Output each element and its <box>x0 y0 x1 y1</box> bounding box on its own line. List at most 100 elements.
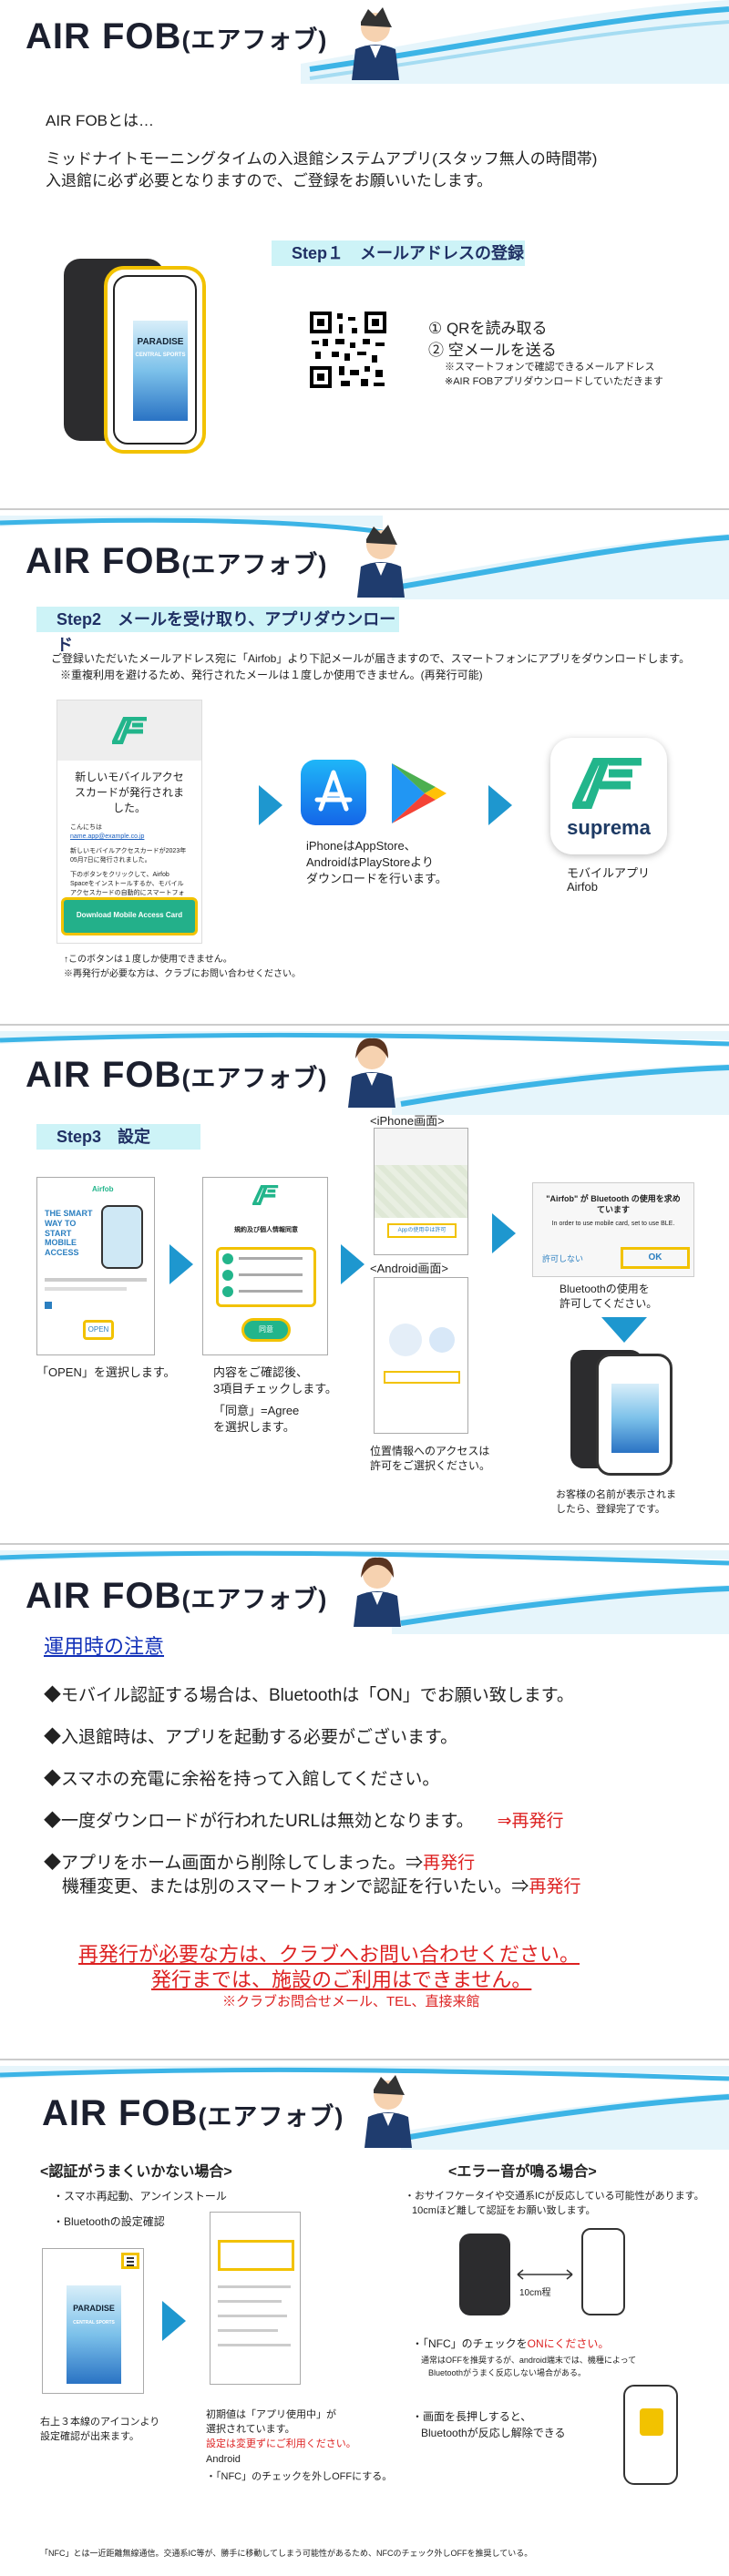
member-card-image: PARADISE CENTRAL SPORTS <box>133 321 188 421</box>
slide-header: AIR FOB(エアフォブ) <box>0 2066 729 2150</box>
app-title: AIR FOB(エアフォブ) <box>26 1576 328 1616</box>
dont-allow-button[interactable]: 許可しない <box>542 1254 584 1263</box>
card-subtitle: CENTRAL SPORTS <box>73 2320 115 2326</box>
menu-icon[interactable] <box>121 2253 139 2269</box>
dialog-body: In order to use mobile card, set to use … <box>551 1221 675 1228</box>
caption-complete-1: お客様の名前が表示されま <box>556 1489 676 1500</box>
caption-default-2: 選択されています。 <box>206 2424 295 2435</box>
mail-body-1: 新しいモバイルアクセスカードが2023年05月7日に発行されました。 <box>70 848 187 864</box>
open-screen-screenshot: Airfob THE SMART WAY TO START MOBILE ACC… <box>36 1177 155 1355</box>
ic-interference-2: 10cmほど離して認証をお願い致します。 <box>412 2205 596 2216</box>
suprema-wordmark: suprema <box>567 816 651 839</box>
allow-while-using-button[interactable]: Appの使用中は許可 <box>387 1223 457 1238</box>
note-app-deleted: ◆アプリをホーム画面から削除してしまった。⇒再発行 <box>44 1854 476 1873</box>
nfc-note-2: Bluetoothがうまく反応しない場合がある。 <box>428 2368 587 2377</box>
iphone-screen-label: <iPhone画面> <box>370 1114 445 1128</box>
open-button[interactable]: OPEN <box>83 1320 114 1340</box>
caption-default-3: 設定は変更ずにご利用ください。 <box>206 2438 356 2449</box>
facility-unavailable-text: 発行までは、施設のご利用はできません。 <box>151 1968 532 1991</box>
qr-code-icon[interactable] <box>308 310 388 390</box>
card-reader-device <box>459 2234 510 2315</box>
caption-terms-1: 内容をご確認後、 <box>213 1365 309 1379</box>
app-title: AIR FOB(エアフォブ) <box>26 541 328 581</box>
slide-header: AIR FOB(エアフォブ) <box>0 0 729 84</box>
app-store-icon[interactable] <box>301 760 366 825</box>
mail-address-link[interactable]: name.app@example.co.jp <box>70 833 145 841</box>
double-arrow-icon <box>517 2269 573 2280</box>
qr-step-1: ① QRを読み取る <box>428 320 548 337</box>
card-title: PARADISE <box>73 2304 115 2313</box>
mail-greeting: こんにちは <box>70 824 102 832</box>
intro-text: AIR FOBとは… <box>46 112 155 129</box>
staff-illustration-icon <box>352 7 399 80</box>
caption-menu-1: 右上３本線のアイコンより <box>40 2417 160 2428</box>
desc-line-1: ミッドナイトモーニングタイムの入退館システムアプリ(スタッフ無人の時間帯) <box>46 150 598 168</box>
app-title: AIR FOB(エアフォブ) <box>26 1055 328 1095</box>
terms-title: 規約及び個人情報同意 <box>234 1227 298 1233</box>
member-card-image: PARADISE CENTRAL SPORTS <box>67 2285 121 2384</box>
location-map-circle <box>389 1324 422 1356</box>
bluetooth-permission-dialog: "Airfob" が Bluetooth の使用を求めています In order… <box>532 1182 694 1277</box>
phone-hand-image <box>101 1205 143 1269</box>
caption-location-2: 許可をご選択ください。 <box>370 1459 491 1472</box>
check-icon[interactable] <box>222 1286 233 1297</box>
check-icon[interactable] <box>222 1253 233 1264</box>
note-launch-app: ◆入退館時は、アプリを起動する必要がございます。 <box>44 1728 458 1747</box>
airfob-logo-icon <box>252 1185 279 1205</box>
google-play-icon[interactable] <box>386 760 452 827</box>
slide-header: AIR FOB(エアフォブ) <box>0 1031 729 1115</box>
check-icon[interactable] <box>222 1270 233 1281</box>
reissue-contact-text: 再発行が必要な方は、クラブへお問い合わせください。 <box>78 1943 580 1966</box>
slide-header: AIR FOB(エアフォブ) <box>0 516 729 599</box>
auth-fail-title: <認証がうまくいかない場合> <box>40 2164 232 2180</box>
down-arrow-icon <box>601 1317 647 1343</box>
arrow-icon <box>169 1244 193 1284</box>
caption-menu-2: 設定確認が出来ます。 <box>40 2431 139 2442</box>
location-map-circle <box>429 1327 455 1353</box>
app-title: AIR FOB(エアフォブ) <box>42 2093 344 2133</box>
download-mobile-access-card-button[interactable]: Download Mobile Access Card <box>61 897 198 935</box>
caption-location-1: 位置情報へのアクセスは <box>370 1445 490 1457</box>
distance-label: 10cm程 <box>519 2288 551 2298</box>
caption-terms-4: を選択します。 <box>213 1420 295 1434</box>
hero-text: THE SMART WAY TO START MOBILE ACCESS <box>45 1209 93 1258</box>
long-press-2: Bluetoothが反応し解除できる <box>421 2427 566 2439</box>
button-note: ↑このボタンは１度しか使用できません。 <box>64 955 232 965</box>
caption-bluetooth-1: Bluetoothの使用を <box>560 1283 650 1295</box>
qr-step-2: ② 空メールを送る <box>428 342 557 359</box>
step3-label: Step3 設定 <box>36 1124 200 1150</box>
ok-button[interactable]: OK <box>621 1247 690 1269</box>
nfc-footnote: 「NFC」とは一近距離無線通信。交通系IC等が、勝手に移動してしまう可能性がある… <box>40 2549 533 2558</box>
terms-checkbox-group[interactable] <box>216 1247 316 1307</box>
usage-setting-box[interactable] <box>218 2240 294 2271</box>
caption-terms-3: 「同意」=Agree <box>213 1404 300 1417</box>
staff-illustration-icon <box>348 1038 395 1108</box>
note-device-change: 機種変更、または別のスマートフォンで認証を行いたい。⇒再発行 <box>62 1877 581 1896</box>
arrow-icon <box>492 1213 516 1253</box>
tip-bluetooth-settings: ・Bluetoothの設定確認 <box>53 2215 165 2228</box>
settings-screen-screenshot <box>210 2212 301 2385</box>
arrow-icon <box>341 1244 364 1284</box>
caption-complete-2: したら、登録完了です。 <box>556 1504 665 1515</box>
airfob-app-icon[interactable]: suprema <box>550 738 667 854</box>
app-label-2: Airfob <box>567 880 598 894</box>
ic-interference-1: ・おサイフケータイや交通系ICが反応している可能性があります。 <box>405 2191 704 2202</box>
allow-button[interactable] <box>384 1371 460 1384</box>
note-url-invalid: ◆一度ダウンロードが行われたURLは無効となります。⇒再発行 <box>44 1812 564 1831</box>
member-card-image <box>611 1384 659 1453</box>
nfc-note-1: 通常はOFFを推奨するが、android端末では、機種によって <box>421 2356 637 2365</box>
app-label-1: モバイルアプリ <box>567 866 651 880</box>
arrow-icon <box>162 2301 186 2341</box>
step2-desc-1: ご登録いただいたメールアドレス宛に「Airfob」より下記メールが届きますので、… <box>51 652 691 665</box>
desc-line-2: 入退館に必ず必要となりますので、ご登録をお願いいたします。 <box>46 172 493 189</box>
store-text-1: iPhoneはAppStore、 <box>306 839 416 853</box>
error-sound-title: <エラー音が鳴る場合> <box>448 2164 597 2180</box>
slide-5-troubleshooting: AIR FOB(エアフォブ) <認証がうまくいかない場合> ・スマホ再起動、アン… <box>0 2066 729 2576</box>
agree-button[interactable]: 同意 <box>241 1318 291 1342</box>
staff-illustration-icon <box>357 525 405 598</box>
app-title: AIR FOB(エアフォブ) <box>26 16 328 56</box>
airfob-logo-icon <box>112 717 147 744</box>
iphone-location-screenshot: Appの使用中は許可 <box>374 1128 468 1255</box>
contact-methods-text: ※クラブお問合せメール、TEL、直接来館 <box>222 1994 480 2009</box>
note-battery: ◆スマホの充電に余裕を持って入館してください。 <box>44 1770 440 1789</box>
